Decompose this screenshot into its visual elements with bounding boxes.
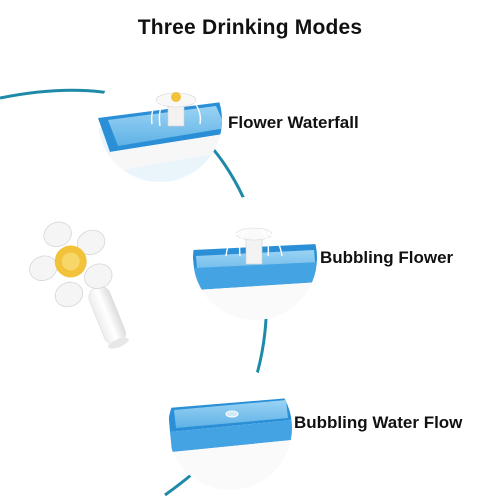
mode-3-label: Bubbling Water Flow [294,413,463,432]
mode-1-photo [98,58,222,182]
mode-1-label: Flower Waterfall [228,113,359,132]
mode-2-label: Bubbling Flower [320,248,454,267]
mode-2-photo [193,196,317,320]
page-title: Three Drinking Modes [137,16,363,39]
flower-nozzle-accessory [29,221,129,349]
mode-3-photo [168,366,292,490]
